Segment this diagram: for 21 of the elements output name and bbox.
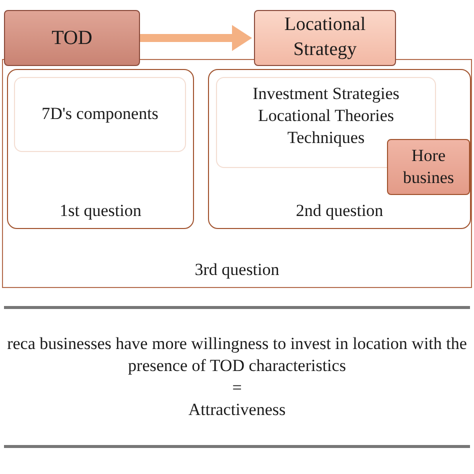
heading-box bbox=[254, 10, 396, 66]
heading-box bbox=[4, 10, 140, 66]
question-label: 2nd question bbox=[294, 200, 384, 222]
list-item-text: Locational Theories bbox=[258, 105, 394, 128]
list-item-text: Techniques bbox=[287, 127, 365, 150]
arrow bbox=[140, 25, 252, 51]
highlight-text: Hore busines bbox=[402, 144, 455, 189]
question-label: 1st question bbox=[58, 200, 142, 222]
highlight-box bbox=[387, 139, 470, 195]
content-text: 7D's components bbox=[42, 103, 158, 126]
heading-text: Locational Strategy bbox=[283, 13, 367, 62]
question-label: 3rd question bbox=[194, 258, 280, 281]
question-frame bbox=[208, 69, 471, 229]
list-item-text: Investment Strategies bbox=[252, 83, 400, 105]
statement-text: Attractiveness bbox=[188, 399, 286, 422]
question-frame bbox=[7, 69, 194, 229]
statement-text: = bbox=[232, 377, 242, 399]
outer-frame bbox=[2, 59, 472, 288]
heading-text: TOD bbox=[52, 26, 92, 51]
content-box bbox=[14, 77, 186, 152]
statement-text: reca businesses have more willingness to invest in location with the presence of TOD characteristics bbox=[6, 332, 468, 377]
